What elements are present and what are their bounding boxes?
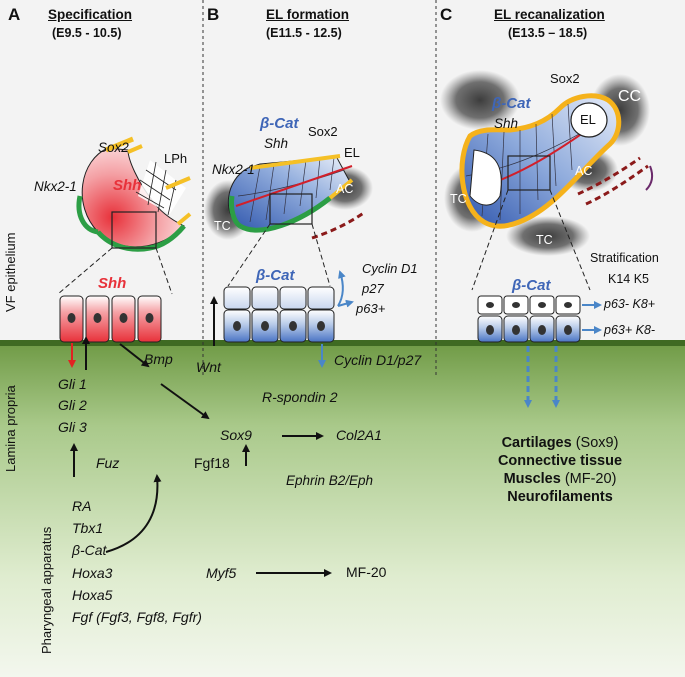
- a-lph: LPh: [164, 151, 188, 166]
- panel-b-cells: [223, 286, 335, 343]
- zoom-line-a-left: [57, 247, 113, 295]
- b-myf5: Myf5: [206, 565, 237, 581]
- arrow-to-p63: [337, 299, 354, 308]
- panel-b-bud: [227, 154, 354, 233]
- c-el: EL: [580, 112, 596, 127]
- arrow-factors-up: [105, 474, 162, 553]
- arrow-to-bmp: [119, 343, 150, 368]
- a-factor-hoxa3: Hoxa3: [72, 565, 113, 581]
- a-factor-bcat: β-Cat: [72, 542, 107, 558]
- a-factor-ra: RA: [72, 498, 92, 514]
- a-factor-fgf: Fgf (Fgf3, Fgf8, Fgfr): [72, 609, 202, 625]
- a-sox2: Sox2: [98, 140, 129, 155]
- b-shh: Shh: [264, 136, 289, 151]
- arrow-to-cyclin: [337, 270, 346, 307]
- c-bcat-top: β-Cat: [492, 95, 531, 112]
- b-bcat-cells: β-Cat: [256, 267, 295, 284]
- zoom-line-c-left: [471, 189, 509, 291]
- c-tc-bottom: TC: [536, 233, 553, 247]
- c-tc: TC: [450, 192, 467, 206]
- panel-b-letter: B: [207, 5, 220, 24]
- c-tissue-cartilages-note: (Sox9): [571, 435, 619, 451]
- b-tc: TC: [214, 219, 231, 233]
- c-ac: AC: [575, 164, 593, 178]
- panel-b-vessel: [311, 210, 366, 240]
- c-lower-layer: p63+ K8-: [604, 323, 656, 337]
- b-p63: p63+: [356, 301, 386, 316]
- c-tissue-cartilages-bold: Cartilages: [501, 435, 572, 451]
- b-sox2: Sox2: [308, 124, 338, 139]
- b-wnt: Wnt: [196, 359, 221, 375]
- c-k-markers: K14 K5: [608, 272, 650, 286]
- side-label-lamina: Lamina propria: [3, 385, 18, 472]
- b-cyclin-p27: Cyclin D1/p27: [334, 352, 422, 368]
- c-tissue-neuro-bold: Neurofilaments: [507, 489, 613, 505]
- c-tissue-muscles-bold: Muscles: [503, 471, 561, 487]
- panel-c-title: EL recanalization: [494, 7, 605, 22]
- a-bmp: Bmp: [144, 351, 173, 367]
- panel-c-bud: [459, 93, 622, 229]
- panel-c-tc-bottom-smudge: [506, 216, 590, 256]
- panel-a-letter: A: [8, 5, 21, 24]
- b-ac: AC: [336, 182, 354, 196]
- b-ephrin: Ephrin B2/Eph: [286, 473, 374, 488]
- panel-c-range: (E13.5 – 18.5): [508, 26, 588, 40]
- a-factor-hoxa5: Hoxa5: [72, 587, 113, 603]
- panel-a-range: (E9.5 - 10.5): [52, 26, 122, 40]
- c-tissue-muscles-note: (MF-20): [560, 471, 617, 487]
- a-shh-cells: Shh: [98, 275, 127, 292]
- panel-a-bud: [76, 136, 192, 252]
- c-tissue-neuro: Neurofilaments: [440, 488, 680, 506]
- panel-c-letter: C: [440, 5, 453, 24]
- a-gli1: Gli 1: [58, 376, 87, 392]
- zoom-line-c-right: [549, 189, 591, 291]
- b-col2a1: Col2A1: [336, 427, 382, 443]
- basement-membrane: [0, 340, 685, 346]
- b-bcat-top: β-Cat: [260, 115, 299, 132]
- zoom-line-b-right: [311, 223, 331, 287]
- c-tissue-cartilages: Cartilages (Sox9): [440, 434, 680, 452]
- b-rspondin: R-spondin 2: [262, 389, 338, 405]
- c-shh: Shh: [494, 116, 519, 131]
- c-tissue-connective-bold: Connective tissue: [497, 453, 623, 469]
- a-gli3: Gli 3: [58, 419, 87, 435]
- panel-a-title: Specification: [48, 7, 133, 22]
- b-p27: p27: [362, 281, 384, 296]
- zoom-line-a-right: [155, 247, 173, 295]
- panel-c-cells: [477, 295, 581, 343]
- side-label-epithelium: VF epithelium: [3, 232, 18, 312]
- b-nkx21: Nkx2-1: [212, 162, 255, 177]
- c-upper-layer: p63- K8+: [604, 297, 656, 311]
- c-stratification: Stratification: [590, 251, 659, 265]
- panel-c-nerve: [645, 165, 654, 191]
- panel-a-cells: [59, 295, 162, 343]
- b-el: EL: [344, 145, 360, 160]
- a-fuz: Fuz: [96, 455, 120, 471]
- arrow-bmp-to-sox9: [160, 383, 210, 420]
- panel-b-range: (E11.5 - 12.5): [266, 26, 342, 40]
- a-shh-bud: Shh: [113, 177, 142, 194]
- b-sox9: Sox9: [220, 427, 252, 443]
- c-cc: CC: [618, 88, 642, 105]
- panel-c-smudge-top: [440, 70, 520, 130]
- c-sox2: Sox2: [550, 71, 580, 86]
- a-nkx21: Nkx2-1: [34, 179, 77, 194]
- side-label-pharyngeal: Pharyngeal apparatus: [39, 526, 54, 654]
- a-factor-tbx1: Tbx1: [72, 520, 104, 536]
- zoom-line-b-left: [227, 223, 271, 287]
- b-mf20: MF-20: [346, 564, 387, 580]
- panel-b-title: EL formation: [266, 7, 350, 22]
- b-fgf18: Fgf18: [194, 455, 230, 471]
- panel-c-vessel-1: [577, 156, 641, 196]
- b-cyclin-d1: Cyclin D1: [362, 261, 418, 276]
- c-tissue-muscles: Muscles (MF-20): [440, 470, 680, 488]
- a-gli2: Gli 2: [58, 397, 87, 413]
- c-tissue-connective: Connective tissue: [440, 452, 680, 470]
- lamina-propria-region: [0, 342, 685, 677]
- c-bcat-cells: β-Cat: [512, 277, 551, 294]
